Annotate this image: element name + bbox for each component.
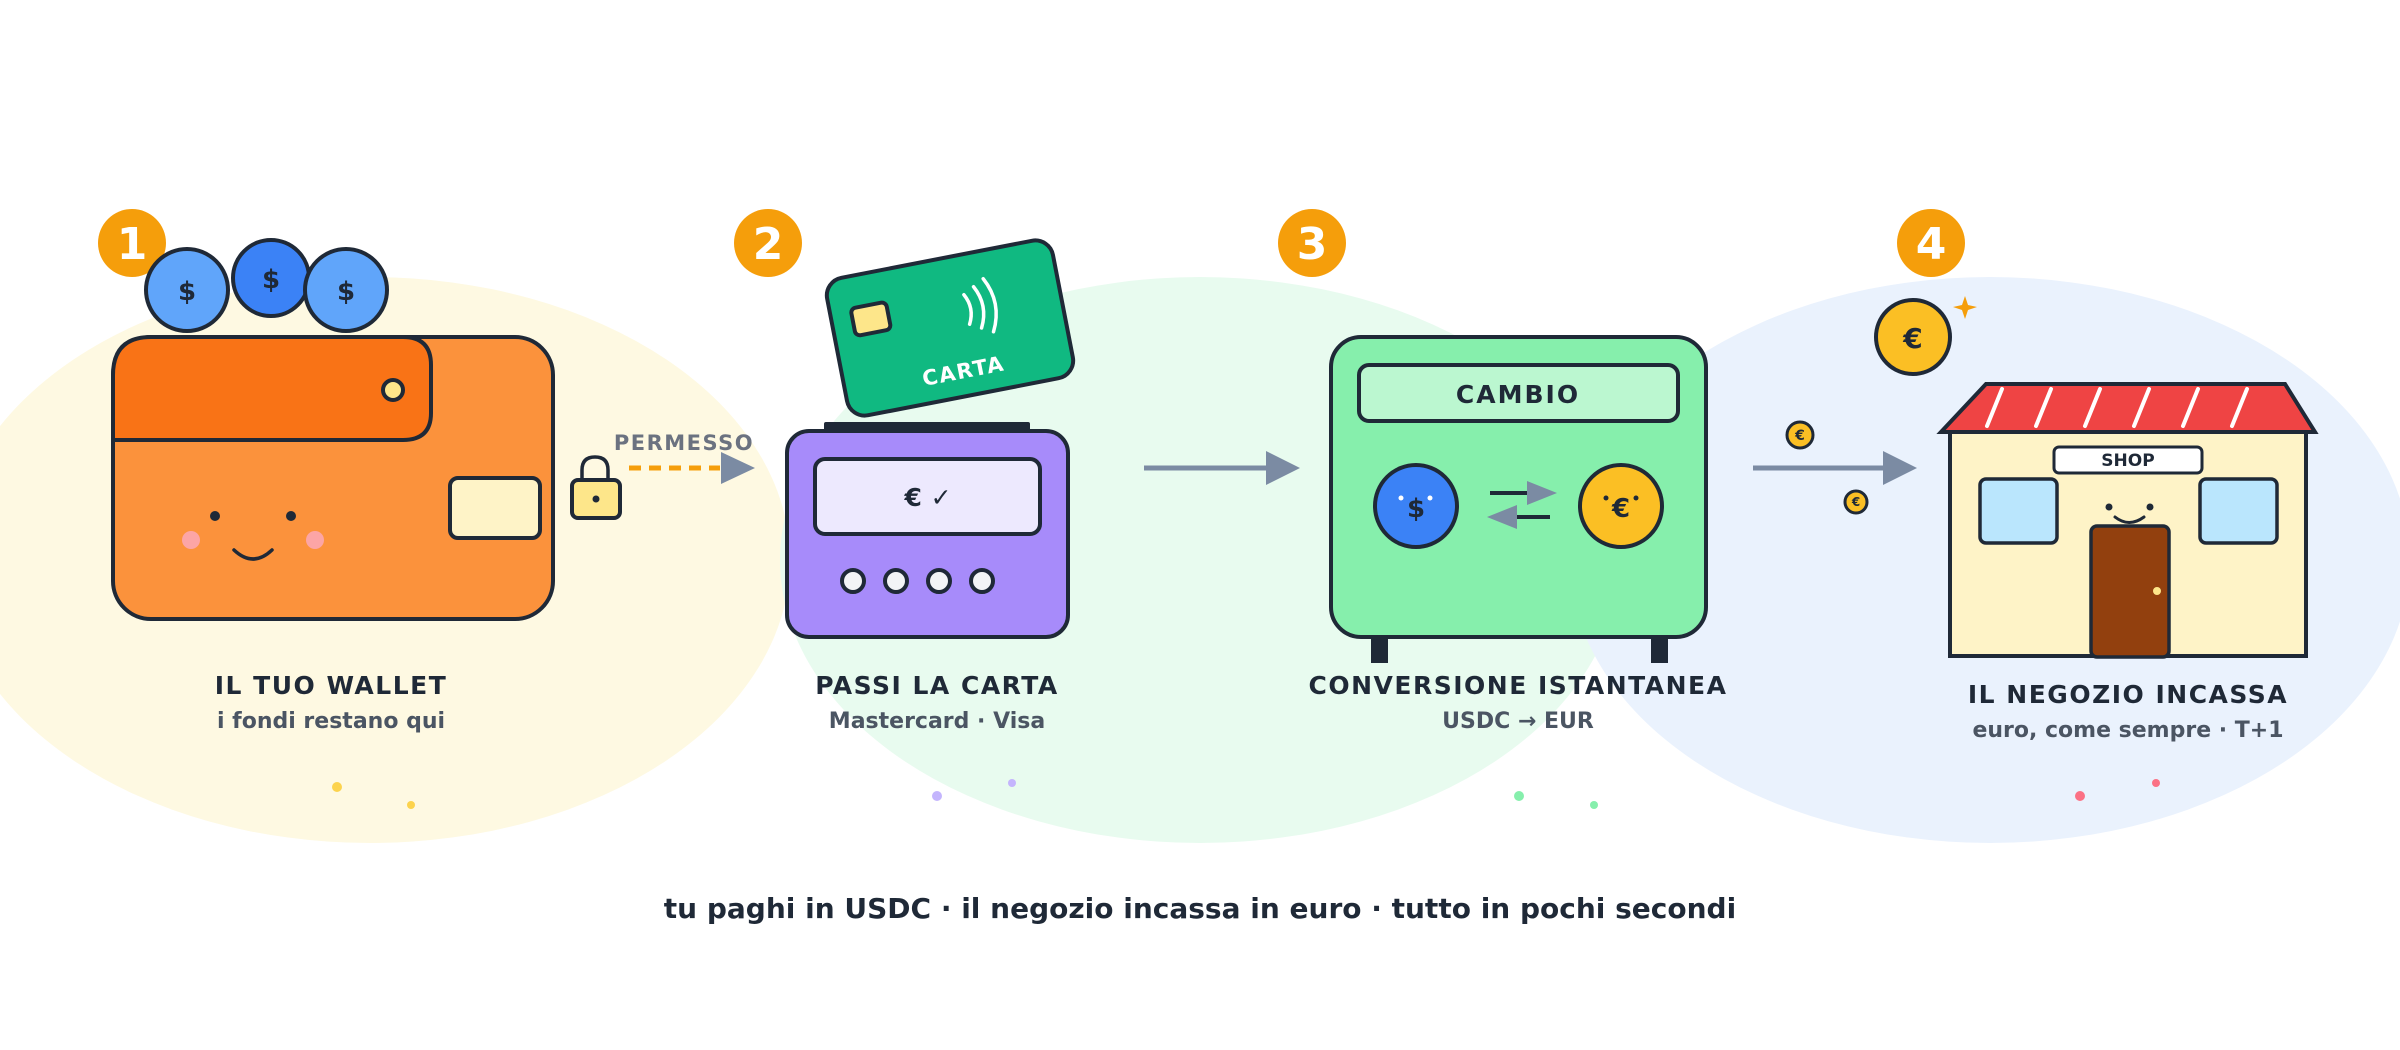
- wallet-cheek-left: [182, 531, 200, 549]
- wallet-eye-right: [286, 511, 296, 521]
- card-terminal: € ✓: [785, 422, 1070, 639]
- usd-coin: $: [1373, 463, 1459, 549]
- permission-label: PERMESSO: [614, 431, 754, 455]
- contactless-icon: [962, 277, 998, 334]
- step3-badge: [1278, 209, 1346, 277]
- wallet-clasp: [448, 476, 542, 540]
- shop-door: [2089, 524, 2171, 659]
- exchange-leg-right: [1651, 635, 1668, 663]
- arrow-step3-to-step4: € €: [1753, 420, 1917, 515]
- step3-title: CONVERSIONE ISTANTANEA: [1309, 671, 1728, 700]
- tagline: tu paghi in USDC · il negozio incassa in…: [664, 892, 1736, 925]
- step3: 3 CAMBIO $ €: [1278, 209, 1728, 809]
- terminal-key: [926, 568, 952, 594]
- shop-eye-left: [2105, 503, 2113, 511]
- shop-door-knob: [2153, 587, 2161, 595]
- swap-arrows-icon: [1487, 481, 1557, 529]
- terminal-key: [840, 568, 866, 594]
- floating-euro-coin: €: [1874, 298, 1952, 376]
- wallet-flap: [111, 335, 433, 442]
- dollar-coin-middle: $: [231, 238, 311, 318]
- step3-number: 3: [1297, 219, 1328, 270]
- shop-awning: [1936, 382, 2319, 434]
- terminal-key: [969, 568, 995, 594]
- shop-sign: [2052, 445, 2204, 475]
- step4-title: IL NEGOZIO INCASSA: [1968, 680, 2288, 709]
- shop-window-left: [1978, 477, 2059, 545]
- step1-title: IL TUO WALLET: [215, 671, 448, 700]
- step1: 1 $ $ $ IL TUO WALLET i: [98, 209, 555, 809]
- sparkle-icon: [1953, 296, 1977, 319]
- terminal-display: € ✓: [903, 483, 951, 512]
- shop-building: SHOP: [1936, 382, 2319, 659]
- terminal-key: [883, 568, 909, 594]
- small-euro-coin-symbol: €: [1851, 495, 1860, 509]
- awning-stripes: [1985, 387, 2249, 428]
- shop-window-right: [2198, 477, 2279, 545]
- terminal-screen: [813, 457, 1042, 536]
- shop-sign-label: SHOP: [2101, 451, 2154, 471]
- exchange-leg-left: [1371, 635, 1388, 663]
- wallet-button: [381, 378, 405, 402]
- decor-dot: [1590, 801, 1598, 809]
- arrow-step2-to-step3: [1144, 451, 1300, 485]
- step4-badge: [1897, 209, 1965, 277]
- decor-dot: [1008, 779, 1016, 787]
- shop-smile: [2113, 515, 2146, 524]
- exchange-label: CAMBIO: [1456, 380, 1580, 409]
- decor-dot: [1514, 791, 1524, 801]
- step2-title: PASSI LA CARTA: [815, 671, 1059, 700]
- decor-dot: [332, 782, 342, 792]
- exchange-sign: [1357, 363, 1680, 423]
- floating-euro-coin-symbol: €: [1902, 322, 1922, 355]
- permission-arrow-head: [721, 452, 755, 484]
- dollar-coin-right: $: [303, 247, 389, 333]
- wallet-illustration: $ $ $: [111, 238, 555, 621]
- step4-subtitle: euro, come sempre · T+1: [1972, 718, 2283, 743]
- step1-number: 1: [117, 219, 148, 270]
- step2: 2 CARTA € ✓ PASSI LA CARTA Mastercard · …: [734, 209, 1076, 801]
- small-euro-coin-symbol: €: [1794, 428, 1805, 444]
- step1-badge: [98, 209, 166, 277]
- shop-eye-right: [2146, 503, 2154, 511]
- step2-badge: [734, 209, 802, 277]
- wallet-eye-left: [210, 511, 220, 521]
- lock-shackle: [580, 455, 610, 484]
- eur-coin: €: [1578, 463, 1664, 549]
- dollar-coin-symbol: $: [262, 265, 280, 295]
- permission-connector: PERMESSO: [570, 431, 755, 520]
- decor-dot: [407, 801, 415, 809]
- small-euro-coin: €: [1843, 489, 1869, 515]
- card-chip: [849, 300, 893, 338]
- usd-coin-symbol: $: [1407, 494, 1425, 524]
- decor-dot: [932, 791, 942, 801]
- dollar-coin-left: $: [144, 247, 230, 333]
- payment-card: CARTA: [824, 238, 1076, 418]
- eur-coin-symbol: €: [1611, 494, 1630, 524]
- dollar-coin-symbol: $: [337, 277, 355, 307]
- exchange-machine: CAMBIO $ €: [1329, 335, 1708, 663]
- step4-number: 4: [1916, 219, 1947, 270]
- step2-subtitle: Mastercard · Visa: [829, 709, 1045, 734]
- step2-number: 2: [753, 219, 784, 270]
- lock-keyhole: [592, 495, 600, 503]
- decor-dot: [2152, 779, 2160, 787]
- wallet-cheek-right: [306, 531, 324, 549]
- small-euro-coin: €: [1785, 420, 1815, 450]
- step4: 4 € SHOP IL: [1874, 209, 2319, 801]
- decor-dot: [2075, 791, 2085, 801]
- step1-subtitle: i fondi restano qui: [217, 709, 445, 734]
- dollar-coin-symbol: $: [178, 277, 196, 307]
- wallet-smile: [232, 548, 274, 561]
- step3-subtitle: USDC → EUR: [1442, 709, 1594, 734]
